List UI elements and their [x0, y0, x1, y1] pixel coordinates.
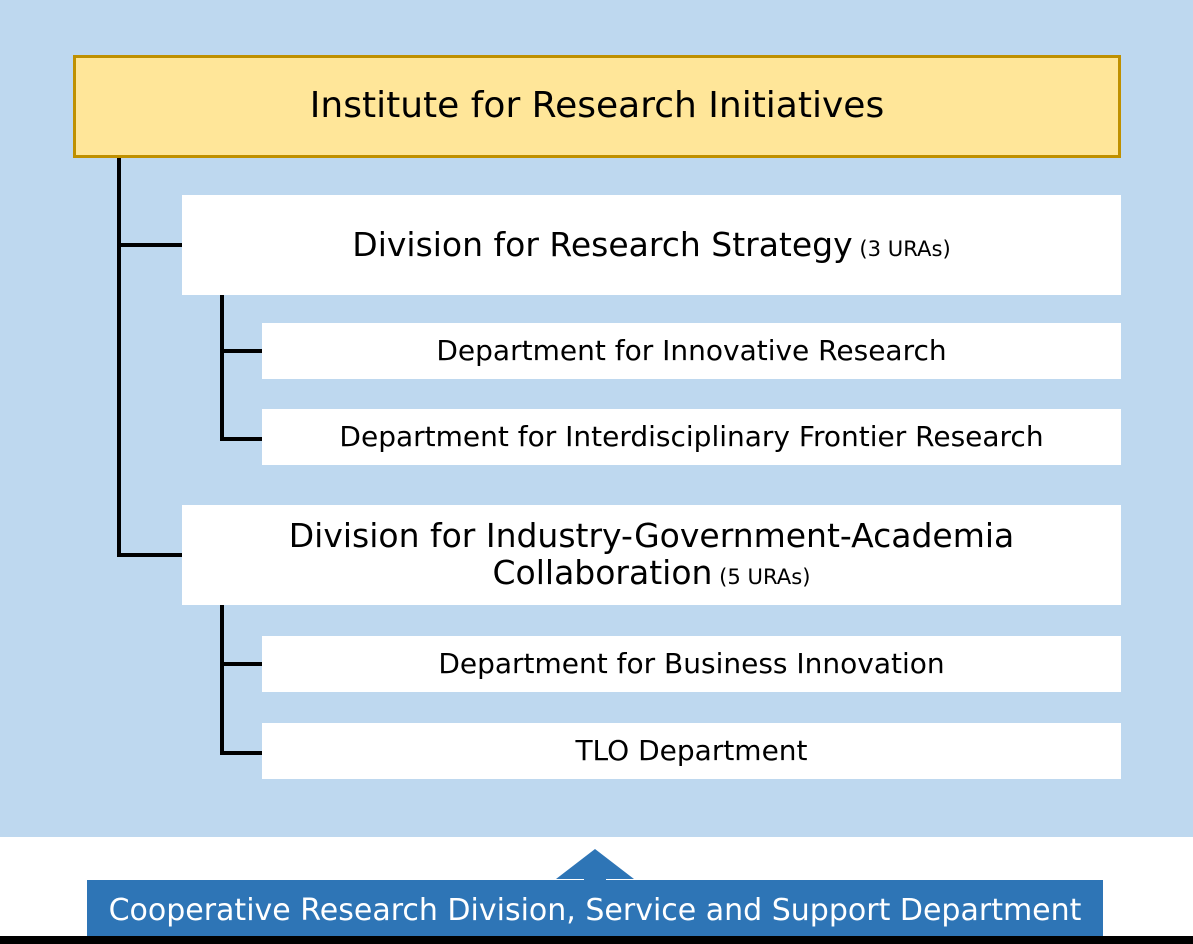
node-division-2-wrap: Division for Industry-Government-Academi… [288, 516, 1015, 592]
node-department-innovative-research[interactable]: Department for Innovative Research [262, 323, 1121, 379]
connector-branch-dept-4 [220, 751, 264, 755]
node-department-1-label: Department for Innovative Research [436, 334, 947, 368]
node-department-3-label: Department for Business Innovation [438, 647, 945, 681]
connector-subtrunk-division-2 [220, 605, 224, 755]
node-division-2-label-line2: Collaboration [492, 553, 713, 592]
node-division-1-ura: (3 URAs) [853, 235, 951, 261]
node-institute-root[interactable]: Institute for Research Initiatives [73, 55, 1121, 158]
node-division-1-ura-text: (3 URAs) [859, 235, 951, 261]
node-division-1-label: Division for Research Strategy [352, 224, 853, 264]
node-division-2-ura: (5 URAs) [712, 564, 810, 589]
connector-branch-dept-2 [220, 437, 264, 441]
connector-subtrunk-division-1 [220, 295, 224, 441]
node-division-research-strategy[interactable]: Division for Research Strategy (3 URAs) [182, 195, 1121, 295]
connector-branch-dept-1 [220, 349, 264, 353]
bottom-black-strip [0, 936, 1193, 944]
connector-branch-dept-3 [220, 662, 264, 666]
node-division-2-label-line1: Division for Industry-Government-Academi… [288, 516, 1015, 556]
connector-trunk [117, 158, 121, 557]
node-division-2-ura-text: (5 URAs) [719, 564, 811, 589]
node-department-business-innovation[interactable]: Department for Business Innovation [262, 636, 1121, 692]
node-department-2-label: Department for Interdisciplinary Frontie… [339, 420, 1044, 454]
support-department-bar[interactable]: Cooperative Research Division, Service a… [87, 880, 1103, 940]
connector-branch-division-2 [117, 553, 184, 557]
node-department-4-label: TLO Department [575, 734, 808, 768]
arrow-up-icon [556, 849, 634, 881]
node-division-1-wrap: Division for Research Strategy (3 URAs) [352, 224, 951, 264]
node-institute-root-label: Institute for Research Initiatives [309, 85, 885, 127]
node-department-tlo[interactable]: TLO Department [262, 723, 1121, 779]
node-department-interdisciplinary-frontier-research[interactable]: Department for Interdisciplinary Frontie… [262, 409, 1121, 465]
connector-branch-division-1 [117, 243, 184, 247]
node-division-industry-government-academia[interactable]: Division for Industry-Government-Academi… [182, 505, 1121, 605]
support-department-label: Cooperative Research Division, Service a… [108, 892, 1082, 928]
